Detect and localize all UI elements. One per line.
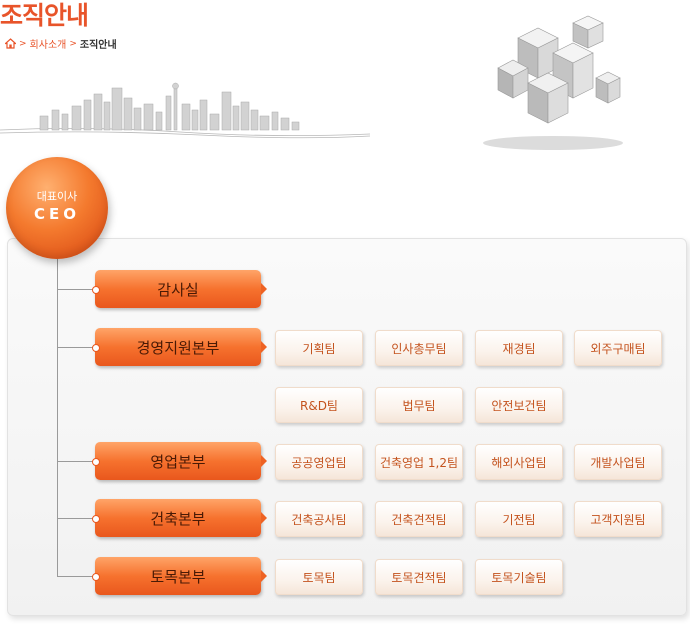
team-civil-estimation: 토목견적팀 <box>375 559 463 595</box>
team-building-construction: 건축공사팀 <box>275 501 363 537</box>
breadcrumb: > 회사소개 > 조직안내 <box>3 36 117 51</box>
org-connector-vertical <box>57 259 58 577</box>
home-icon[interactable] <box>3 38 18 49</box>
team-finance: 재경팀 <box>475 330 563 366</box>
org-connector <box>57 289 95 290</box>
team-planning: 기획팀 <box>275 330 363 366</box>
org-connector <box>57 518 95 519</box>
team-civil: 토목팀 <box>275 559 363 595</box>
org-connector <box>57 576 95 577</box>
team-outsourcing-purchasing: 외주구매팀 <box>574 330 662 366</box>
breadcrumb-item-company[interactable]: 회사소개 <box>29 40 67 51</box>
team-building-estimation: 건축견적팀 <box>375 501 463 537</box>
team-safety-health: 안전보건팀 <box>475 387 563 423</box>
team-legal: 법무팀 <box>375 387 463 423</box>
team-public-sales: 공공영업팀 <box>275 444 363 480</box>
ceo-node: 대표이사 CEO <box>6 157 108 259</box>
cubes-illustration <box>483 15 623 150</box>
dept-building: 건축본부 <box>92 499 267 537</box>
team-hr-general-affairs: 인사총무팀 <box>375 330 463 366</box>
breadcrumb-separator: > <box>69 38 77 49</box>
city-skyline-illustration <box>0 82 370 139</box>
team-overseas-business: 해외사업팀 <box>475 444 563 480</box>
team-rnd: R&D팀 <box>275 387 363 423</box>
breadcrumb-item-organization: 조직안내 <box>79 40 117 51</box>
dept-audit: 감사실 <box>92 270 267 308</box>
page-title: 조직안내 <box>0 1 89 30</box>
dept-civil: 토목본부 <box>92 557 267 595</box>
org-connector <box>57 461 95 462</box>
team-development-business: 개발사업팀 <box>574 444 662 480</box>
dept-management-support: 경영지원본부 <box>92 328 267 366</box>
team-building-sales: 건축영업 1,2팀 <box>375 444 463 480</box>
team-civil-technology: 토목기술팀 <box>475 559 563 595</box>
dept-sales: 영업본부 <box>92 442 267 480</box>
ceo-title-korean: 대표이사 <box>36 189 78 203</box>
team-customer-support: 고객지원팀 <box>574 501 662 537</box>
team-mechanical-electrical: 기전팀 <box>475 501 563 537</box>
breadcrumb-separator: > <box>19 38 27 49</box>
org-connector <box>57 347 95 348</box>
ceo-title: CEO <box>33 204 80 223</box>
